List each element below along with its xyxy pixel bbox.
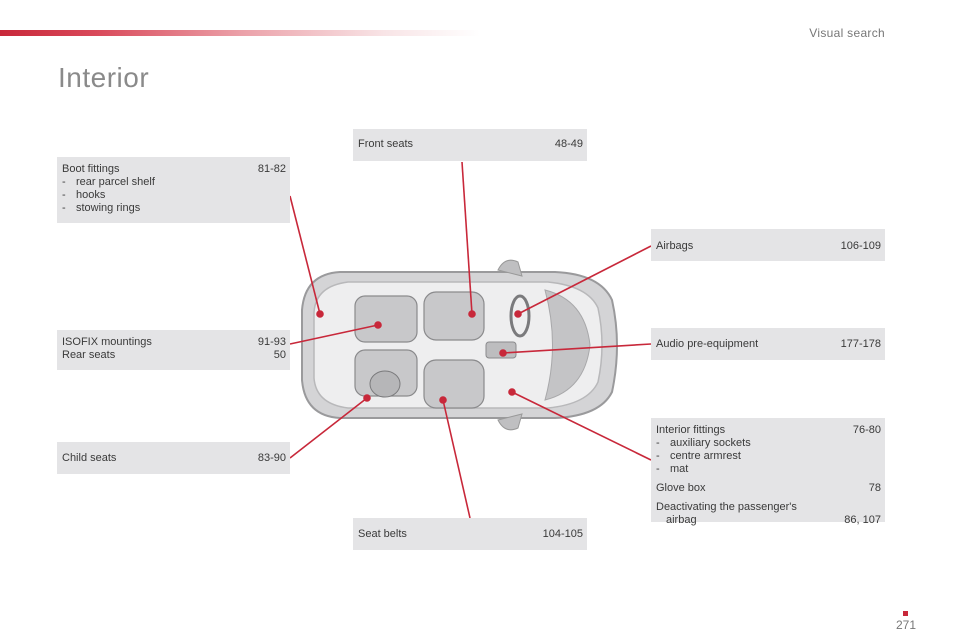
isofix-pages: 91-93 bbox=[257, 336, 286, 348]
page-number: 271 bbox=[895, 618, 916, 632]
boot-sub-parcel-shelf: rear parcel shelf bbox=[76, 176, 155, 188]
seat-belts-label: Seat belts bbox=[358, 528, 407, 540]
callout-front-seats: Front seats 48-49 bbox=[353, 129, 587, 161]
isofix-label: ISOFIX mountings bbox=[62, 336, 152, 348]
rear-seat-left bbox=[354, 295, 418, 343]
glove-box-pages: 78 bbox=[868, 482, 881, 494]
audio-label: Audio pre-equipment bbox=[656, 338, 759, 350]
boot-label: Boot fittings bbox=[62, 163, 120, 175]
audio-pages: 177-178 bbox=[840, 338, 881, 350]
glove-box-label: Glove box bbox=[656, 482, 706, 494]
callout-isofix: ISOFIX mountings 91-93 Rear seats 50 bbox=[57, 330, 290, 370]
deactivating-airbag-pages: 86, 107 bbox=[844, 514, 881, 526]
header-accent-bar bbox=[0, 30, 480, 36]
front-seats-label: Front seats bbox=[358, 138, 414, 150]
right-mirror bbox=[497, 413, 523, 431]
interior-sub-auxiliary-sockets: auxiliary sockets bbox=[670, 437, 751, 449]
steering-wheel bbox=[509, 294, 531, 338]
page-marker bbox=[903, 611, 908, 616]
deactivating-airbag-label-2: airbag bbox=[666, 514, 697, 526]
child-seats-label: Child seats bbox=[62, 452, 117, 464]
interior-label: Interior fittings bbox=[656, 424, 726, 436]
boot-sub-stowing-rings: stowing rings bbox=[76, 202, 141, 214]
rear-seats-pages: 50 bbox=[273, 349, 286, 361]
callout-child-seats: Child seats 83-90 bbox=[57, 442, 290, 474]
deactivating-airbag-label: Deactivating the passenger's bbox=[656, 501, 797, 513]
front-seats-pages: 48-49 bbox=[554, 138, 583, 150]
seat-belts-pages: 104-105 bbox=[542, 528, 583, 540]
interior-sub-centre-armrest: centre armrest bbox=[670, 450, 741, 462]
windscreen bbox=[544, 289, 591, 401]
interior-sub-mat: mat bbox=[670, 463, 689, 475]
child-seats-pages: 83-90 bbox=[257, 452, 286, 464]
child-seat bbox=[369, 370, 401, 398]
airbags-pages: 106-109 bbox=[840, 240, 881, 252]
callout-seat-belts: Seat belts 104-105 bbox=[353, 518, 587, 550]
boot-sub-hooks: hooks bbox=[76, 189, 106, 201]
callout-audio: Audio pre-equipment 177-178 bbox=[651, 328, 885, 360]
section-title: Visual search bbox=[809, 26, 885, 40]
airbags-label: Airbags bbox=[656, 240, 694, 252]
page-title: Interior bbox=[58, 62, 150, 93]
front-seat-driver bbox=[423, 291, 485, 341]
interior-pages: 76-80 bbox=[852, 424, 881, 436]
front-seat-passenger bbox=[423, 359, 485, 409]
rear-seats-label: Rear seats bbox=[62, 349, 116, 361]
boot-pages: 81-82 bbox=[257, 163, 286, 175]
left-mirror bbox=[497, 259, 523, 277]
callout-airbags: Airbags 106-109 bbox=[651, 229, 885, 261]
